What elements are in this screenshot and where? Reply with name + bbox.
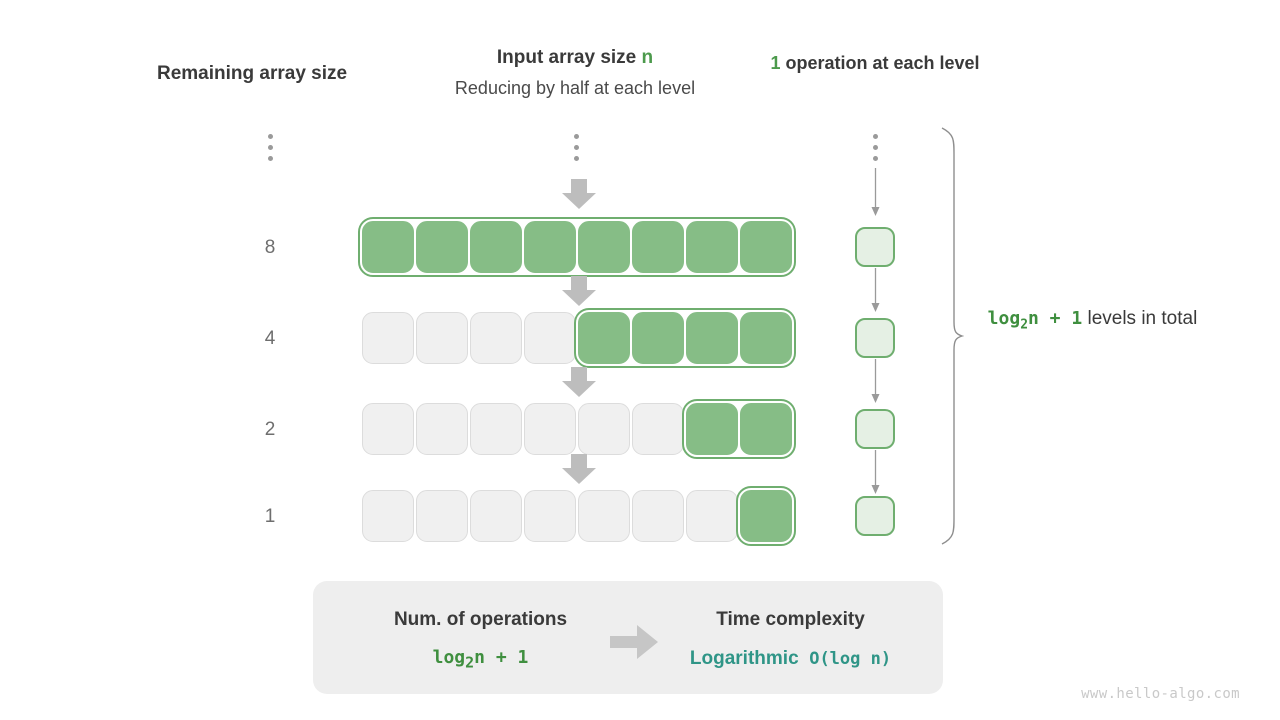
row-label-8: 8 [264,237,276,258]
ellipsis-operations-column [873,134,878,161]
array-cell-active [686,312,738,364]
operation-cell [855,318,895,358]
dot [574,134,579,139]
levels-total-note: log2n + 1 levels in total [985,305,1200,335]
dot [873,134,878,139]
dot [873,145,878,150]
dot [873,156,878,161]
summary-operations-title: Num. of operations [393,609,568,630]
array-row [362,312,794,364]
array-cell-active [740,312,792,364]
row-label-1: 1 [264,506,276,527]
halving-down-arrow-icon [562,367,596,397]
ellipsis-array-column [574,134,579,161]
dot [268,145,273,150]
operation-cell [855,496,895,536]
array-cell-empty [578,403,630,455]
levels-formula-post: n + 1 [1028,308,1083,329]
array-cell-empty [524,490,576,542]
operation-cell [855,409,895,449]
array-cell-active [740,403,792,455]
array-cell-active [632,312,684,364]
halving-down-arrow-icon [562,454,596,484]
array-cell-empty [632,490,684,542]
array-cell-empty [416,403,468,455]
array-cell-empty [524,403,576,455]
operation-connector-arrow-icon [869,268,882,312]
array-cell-empty [686,490,738,542]
header-input-array-size: Input array size n Reducing by half at e… [375,46,775,100]
array-cell-active [740,221,792,273]
array-cell-active [524,221,576,273]
array-cell-empty [362,312,414,364]
header-input-variable-n: n [641,47,654,68]
levels-formula-sub: 2 [1020,317,1028,333]
row-label-4: 4 [264,328,276,349]
summary-ops-post: n + 1 [474,647,529,669]
halving-down-arrow-icon [562,276,596,306]
array-cell-empty [362,490,414,542]
summary-ops-sub: 2 [465,654,475,673]
summary-complexity-title: Time complexity [716,609,865,630]
row-label-2: 2 [264,419,276,440]
array-row [362,221,794,273]
ellipsis-left-column [268,134,273,161]
array-cell-empty [578,490,630,542]
summary-box: Num. of operations log2n + 1 Time comple… [313,581,943,694]
summary-complexity-word: Logarithmic [689,648,799,670]
array-cell-active [470,221,522,273]
array-cell-empty [470,490,522,542]
header-ops-text: operation at each level [780,53,980,73]
array-cell-empty [470,312,522,364]
operation-connector-arrow-icon [869,359,882,403]
array-cell-empty [632,403,684,455]
dot [268,156,273,161]
array-cell-active [362,221,414,273]
levels-formula: log2n + 1 [987,308,1083,333]
summary-complexity-bigo: O(log n) [809,649,892,670]
operation-cell [855,227,895,267]
array-cell-empty [362,403,414,455]
levels-formula-pre: log [987,308,1021,329]
header-remaining-array-size: Remaining array size [157,63,348,84]
dot [268,134,273,139]
summary-complexity-block: Time complexity Logarithmic O(log n) [653,605,928,674]
array-cell-active [686,403,738,455]
summary-right-arrow-icon [610,625,658,659]
array-row [362,403,794,455]
array-cell-active [578,221,630,273]
watermark: www.hello-algo.com [1081,686,1240,702]
array-cell-empty [470,403,522,455]
array-cell-active [416,221,468,273]
header-operations-per-level: 1 operation at each level [770,50,980,76]
summary-operations-value: log2n + 1 [343,644,618,675]
array-cell-empty [524,312,576,364]
array-cell-active [578,312,630,364]
array-cell-empty [416,490,468,542]
halving-down-arrow-icon [562,179,596,209]
array-row [362,490,794,542]
operation-connector-arrow-icon [869,450,882,494]
array-cell-active [632,221,684,273]
operation-connector-arrow-icon [869,168,882,216]
summary-operations-block: Num. of operations log2n + 1 [343,605,618,675]
header-input-title-text: Input array size [496,47,642,68]
array-cell-active [686,221,738,273]
levels-brace [938,126,964,546]
header-ops-count: 1 [770,53,781,73]
array-cell-active [740,490,792,542]
dot [574,156,579,161]
header-input-subtitle: Reducing by half at each level [454,77,696,98]
summary-ops-pre: log [432,647,466,669]
array-cell-empty [416,312,468,364]
summary-complexity-value: Logarithmic O(log n) [653,644,928,673]
levels-note-text: levels in total [1082,308,1198,329]
dot [574,145,579,150]
